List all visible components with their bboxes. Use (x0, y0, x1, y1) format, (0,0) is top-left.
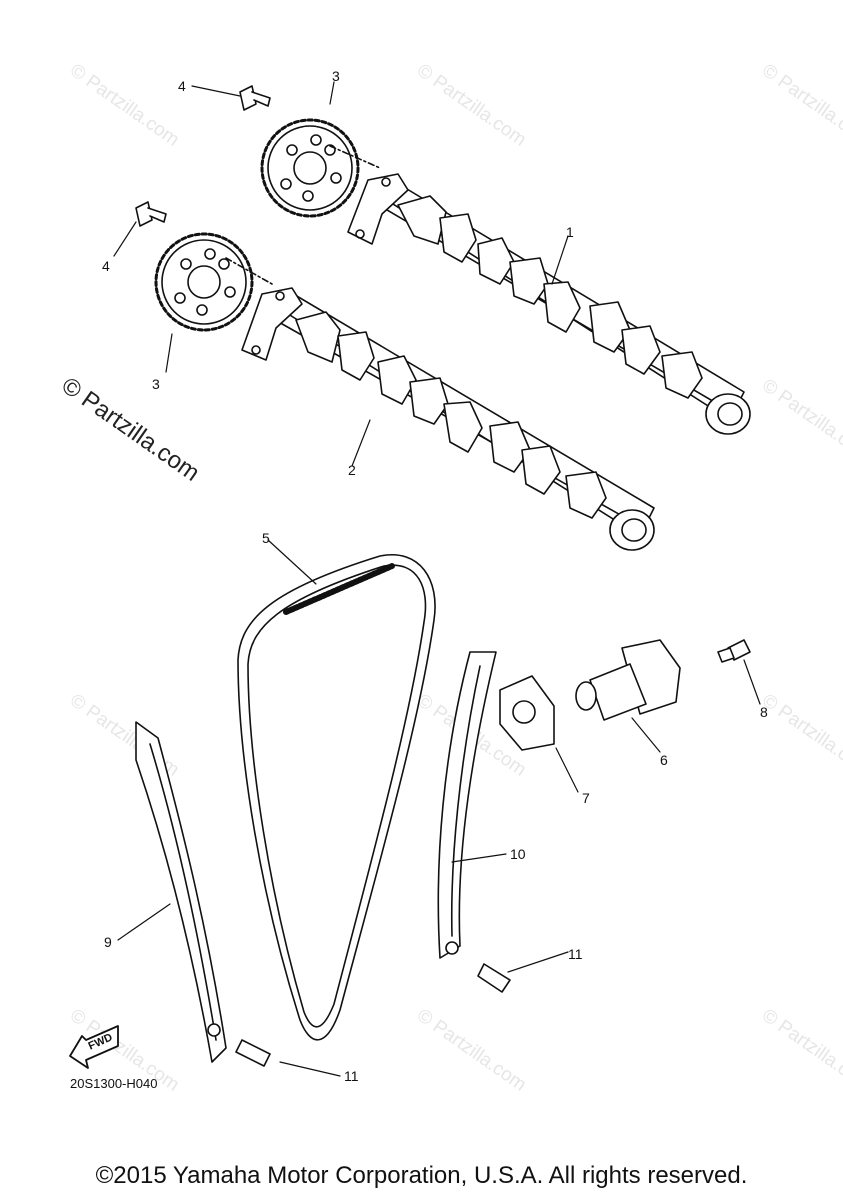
bolt-upper (239, 85, 271, 111)
callout-5: 5 (262, 530, 270, 546)
tensioner-bolt (717, 639, 751, 663)
sprocket-upper (260, 118, 360, 218)
callout-9: 9 (104, 934, 112, 950)
camshaft-upper (347, 173, 751, 435)
gasket (499, 675, 555, 751)
timing-chain (237, 553, 436, 1041)
dowel-pin-right (477, 963, 511, 993)
callout-3-lower: 3 (152, 376, 160, 392)
exploded-view-drawing (69, 81, 761, 1077)
bolt-lower (135, 201, 167, 227)
callout-7: 7 (582, 790, 590, 806)
diagram-code: 20S1300-H040 (70, 1076, 158, 1091)
callout-11-left: 11 (344, 1068, 359, 1084)
copyright-notice: ©2015 Yamaha Motor Corporation, U.S.A. A… (95, 1162, 748, 1189)
callout-6: 6 (660, 752, 668, 768)
callout-2: 2 (348, 462, 356, 478)
callout-8: 8 (760, 704, 768, 720)
chain-guide (437, 651, 497, 959)
sprocket-lower (154, 232, 254, 332)
dowel-pin-left (235, 1039, 271, 1067)
cam-chain-tensioner (575, 639, 681, 721)
callout-10: 10 (510, 846, 526, 862)
camshaft-lower (241, 287, 655, 551)
fwd-arrow (69, 1025, 119, 1069)
tensioner-guide (135, 721, 227, 1063)
callout-4-upper: 4 (178, 78, 186, 94)
callout-4-lower: 4 (102, 258, 110, 274)
callout-3-upper: 3 (332, 68, 340, 84)
callout-1: 1 (566, 224, 574, 240)
callout-11-right: 11 (568, 946, 583, 962)
leader-lines (113, 81, 761, 1077)
